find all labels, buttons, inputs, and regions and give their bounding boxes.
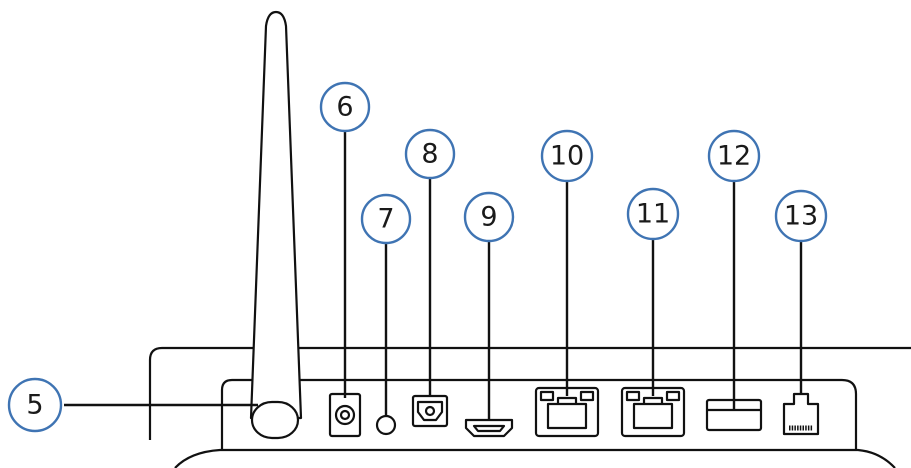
- callout-number: 11: [636, 199, 670, 230]
- callout-13: 13: [774, 189, 828, 243]
- reset-hole: [375, 414, 397, 436]
- callout-10: 10: [540, 129, 594, 183]
- phone-port: [782, 392, 820, 436]
- antenna: [249, 10, 303, 440]
- callout-8: 8: [404, 128, 456, 180]
- callout-7: 7: [360, 193, 412, 245]
- callout-11: 11: [626, 187, 680, 241]
- callout-6: 6: [319, 81, 371, 133]
- callout-number: 10: [550, 141, 584, 172]
- callout-number: 9: [480, 202, 497, 233]
- callout-number: 5: [26, 390, 43, 421]
- power-port: [328, 392, 362, 438]
- callout-number: 12: [717, 141, 751, 172]
- callout-number: 7: [377, 204, 394, 235]
- callout-5: 5: [7, 377, 63, 433]
- callout-9: 9: [463, 191, 515, 243]
- callout-number: 13: [784, 201, 818, 232]
- leader-lines: [64, 130, 803, 420]
- callout-number: 6: [336, 92, 353, 123]
- hdmi-port: [464, 418, 514, 438]
- usb-b-port: [411, 394, 449, 428]
- callout-number: 8: [421, 139, 438, 170]
- callout-12: 12: [707, 129, 761, 183]
- device-body: [148, 346, 911, 468]
